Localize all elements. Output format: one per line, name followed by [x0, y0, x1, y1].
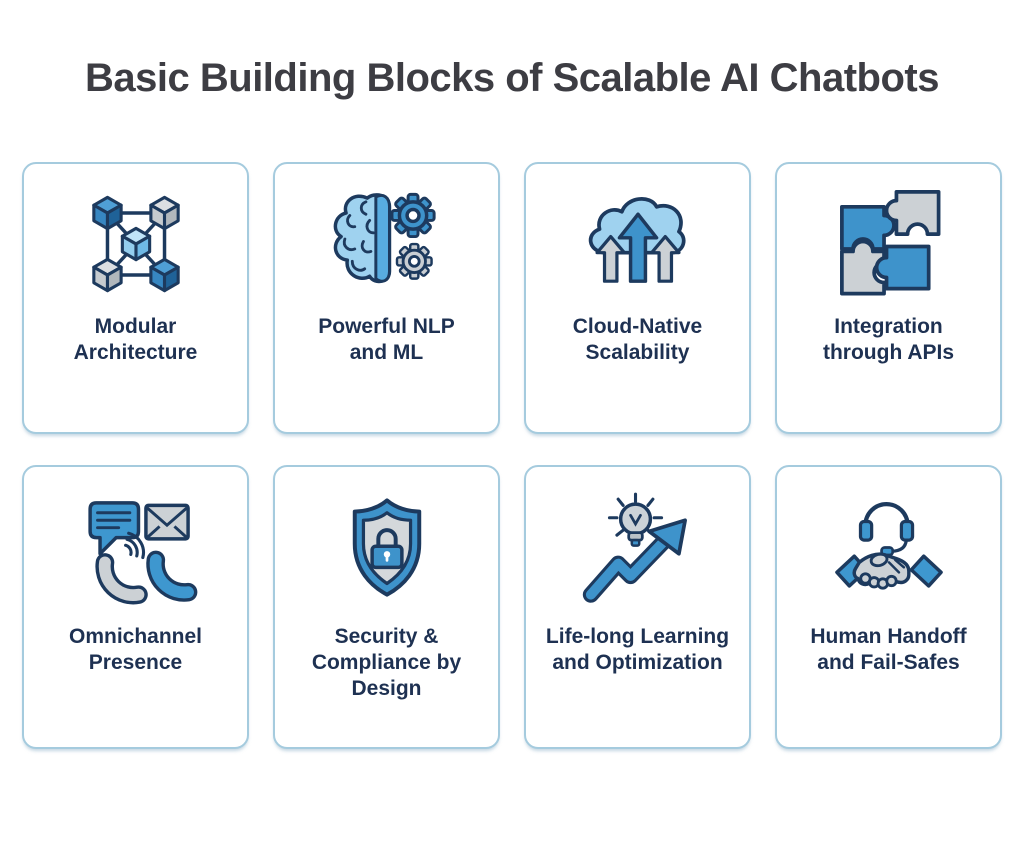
- card-label: Omnichannel Presence: [68, 624, 203, 675]
- card-label: Powerful NLP and ML: [318, 315, 455, 365]
- puzzle-pieces-icon: [839, 190, 940, 296]
- card-label: Integration through APIs: [822, 315, 955, 365]
- card-lifelong-learning: Life-long Learning and Optimization: [524, 465, 751, 749]
- card-security-compliance: Security & Compliance by Design: [273, 465, 500, 749]
- phone-waves-icon: [94, 532, 148, 605]
- card-label: Modular Architecture: [73, 315, 198, 365]
- card-human-handoff: Human Handoff and Fail-Safes: [775, 465, 1002, 749]
- card-label: Cloud-Native Scalability: [572, 315, 703, 365]
- envelope-icon: [143, 504, 190, 541]
- headset-icon: [858, 502, 914, 557]
- lightbulb-icon: [618, 502, 652, 537]
- card-label: Life-long Learning and Optimization: [545, 624, 730, 675]
- page-title: Basic Building Blocks of Scalable AI Cha…: [85, 56, 939, 100]
- modular-cubes-icon: [91, 195, 180, 293]
- brain-gears-icon: [333, 192, 436, 284]
- card-omnichannel-presence: Omnichannel Presence: [22, 465, 249, 749]
- card-integration-apis: Integration through APIs: [775, 162, 1002, 434]
- headset-handshake-icon: [834, 502, 943, 591]
- handshake-icon: [834, 552, 943, 591]
- cards-grid: Modular Architecture: [0, 162, 1024, 749]
- card-cloud-native-scalability: Cloud-Native Scalability: [524, 162, 751, 434]
- card-label: Security & Compliance by Design: [311, 624, 462, 701]
- card-modular-architecture: Modular Architecture: [22, 162, 249, 434]
- shield-lock-icon: [352, 498, 421, 598]
- omnichannel-icon: [87, 501, 197, 605]
- growth-arrow: [582, 518, 687, 604]
- card-powerful-nlp-ml: Powerful NLP and ML: [273, 162, 500, 434]
- phone-icon: [145, 551, 197, 603]
- cloud-scaling-arrows-icon: [588, 197, 686, 283]
- card-label: Human Handoff and Fail-Safes: [810, 624, 967, 675]
- bulb-growth-arrow-icon: [582, 493, 687, 604]
